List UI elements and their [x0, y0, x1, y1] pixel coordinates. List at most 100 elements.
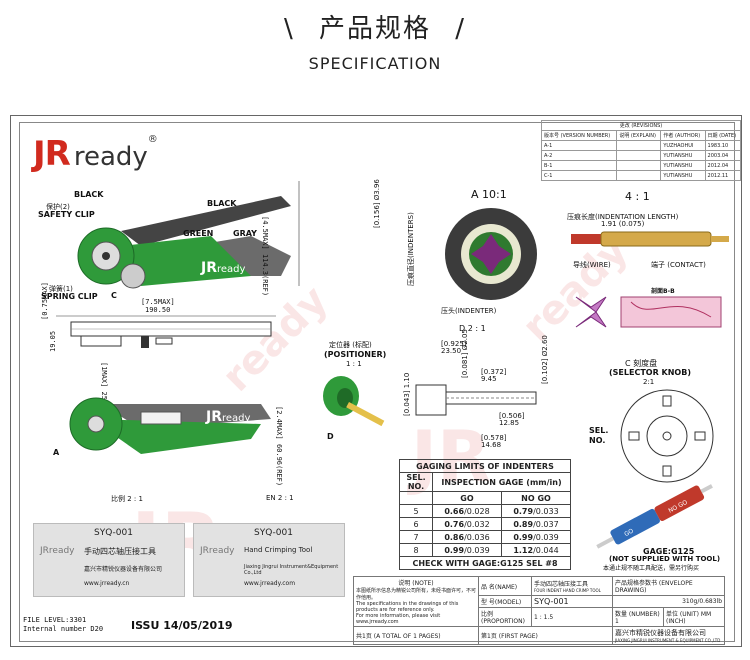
- rev-explain: [616, 160, 662, 171]
- rev-explain: [616, 170, 662, 181]
- dim-d-a2: 23.50: [441, 347, 462, 355]
- rev-col-author: 作者 (AUTHOR): [660, 130, 706, 141]
- logo-ready: ready: [73, 142, 148, 172]
- scale-value: 1 : 1.5: [531, 607, 613, 627]
- nogo-mm: 0.99: [513, 532, 534, 542]
- gage-title: GAGE:G125: [643, 547, 695, 556]
- go-in: /0.036: [464, 532, 490, 542]
- ind-length: 压痕长度(INDENTATION LENGTH): [567, 212, 678, 222]
- rev-author: YUTIANSHU: [660, 150, 706, 161]
- dim-d-g1: [0.043]: [403, 390, 411, 416]
- crimp-label: 压痕直径(INDENTERS): [407, 212, 415, 286]
- svg-text:GO: GO: [623, 527, 635, 538]
- dim-r: [2.4MAX] 60.96(REF): [275, 406, 283, 486]
- label-black-left: BLACK: [74, 190, 104, 199]
- label-a: A: [53, 448, 60, 457]
- tool-bottom-view: JRready: [69, 397, 271, 454]
- card-url: www.jrready.cn: [84, 580, 130, 587]
- crimp-head-hole: [102, 252, 110, 260]
- unit-cell: 单位 (UNIT) MM (INCH): [663, 607, 725, 627]
- dim-h1: [4.5MAX]: [261, 216, 269, 250]
- svg-text:JRready: JRready: [200, 260, 246, 276]
- card-logo: JRready: [40, 546, 75, 556]
- contact-drawing: [571, 231, 729, 247]
- dim-r1: [2.4MAX]: [275, 406, 283, 440]
- nogo-mm: 0.89: [513, 519, 534, 529]
- gaging-nogo: 1.12/0.044: [500, 543, 572, 557]
- rev-date: 2012.04: [704, 160, 742, 171]
- selector-title: C 刻度盘: [625, 359, 658, 368]
- rev-author: YUZHAOHUI: [660, 140, 706, 151]
- len-cn: 压痕长度: [567, 213, 595, 221]
- dim-thickness-2: 19.05: [49, 331, 57, 352]
- positioner-drawing: [323, 376, 385, 427]
- label-safety-clip: SAFETY CLIP: [38, 210, 95, 219]
- dim-d-f2: Ø2.60: [541, 335, 549, 357]
- rev-ver: A-2: [540, 150, 618, 161]
- go-mm: 0.66: [444, 506, 465, 516]
- gaging-table: GAGING LIMITS OF INDENTERS SEL.NO. INSPE…: [399, 459, 572, 570]
- dim-d-d1: [0.578]: [481, 434, 507, 442]
- len-en: (INDENTATION LENGTH): [595, 213, 679, 221]
- dim-d-f: [0.102] Ø2.60: [541, 335, 549, 384]
- rev-date: 1983.10: [704, 140, 742, 151]
- card-url: www.jrready.com: [244, 580, 296, 587]
- dim-h2: 114.3(REF): [261, 253, 269, 297]
- revision-header: 更改 (REVISIONS): [541, 120, 741, 131]
- rev-ver: C-1: [540, 170, 618, 181]
- selector-sel: SEL.: [589, 426, 609, 435]
- positioner-en: (POSITIONER): [324, 350, 387, 359]
- selector-no: NO.: [589, 436, 606, 445]
- dim-d-e: [0.081] Ø2.05: [461, 329, 469, 378]
- gaging-col-sel: SEL.NO.: [399, 472, 433, 492]
- dim-t2: 19.05: [49, 330, 57, 352]
- note-en1: The specifications in the drawings of th…: [356, 601, 459, 613]
- gaging-col-sel-text: SEL.: [406, 473, 426, 482]
- tool-top-view: JRready: [77, 181, 300, 289]
- page-total: 共1页 (A TOTAL OF 1 PAGES): [353, 626, 479, 645]
- name-value-en: FOUR INDENT HAND CRIMP TOOL: [534, 588, 601, 593]
- nogo-in: /0.033: [533, 506, 559, 516]
- go-mm: 0.86: [444, 532, 465, 542]
- dim-d-c1: [0.506]: [499, 412, 525, 420]
- rev-explain: [616, 140, 662, 151]
- ind-dim-2: Ø3.96: [373, 179, 381, 201]
- dim-thickness: [0.75MAX]: [41, 282, 49, 320]
- go-mm: 0.76: [444, 519, 465, 529]
- rev-explain: [616, 150, 662, 161]
- dim-width-1: [7.5MAX]: [141, 298, 175, 306]
- section-label: 剖面B-B: [651, 288, 675, 295]
- detail-a-indenter: [445, 208, 537, 300]
- gaging-nogo: 0.89/0.037: [500, 517, 572, 531]
- nogo-in: /0.039: [533, 532, 559, 542]
- crimp-section: [575, 296, 722, 328]
- dim-d-g2: 1.10: [403, 372, 411, 389]
- selector-knob-drawing: [620, 389, 714, 483]
- info-card-cn: SYQ-001 JRready 手动四芯轴压接工具 嘉兴市精锐仪器设备有限公司 …: [33, 523, 185, 597]
- issue-date: ISSU 14/05/2019: [131, 619, 233, 632]
- contact-label: 端子 (CONTACT): [651, 261, 706, 269]
- selector-knob: [120, 263, 146, 289]
- table-row: 5 0.66/0.028 0.79/0.033: [399, 504, 572, 518]
- model-label: 型 号(MODEL): [478, 595, 532, 608]
- note-head: 说明 (NOTE): [398, 580, 434, 587]
- spec-subtitle: SPECIFICATION: [308, 54, 442, 73]
- card-name: 手动四芯轴压接工具: [84, 547, 156, 556]
- dim-d-g: [0.043] 1.10: [403, 373, 411, 416]
- gage-cn: 本通止规不随工具配送，需另行购买: [603, 565, 700, 572]
- wire-label: 导线(WIRE): [573, 261, 611, 269]
- rev-ver: A-1: [540, 140, 618, 151]
- gaging-col-go: GO: [432, 491, 502, 505]
- gaging-go: 0.86/0.036: [432, 530, 502, 544]
- qty-cell: 数量 (NUMBER) 1: [612, 607, 664, 627]
- dim-d-a1: [0.925]: [441, 340, 467, 348]
- dim-d-d2: 14.68: [481, 441, 502, 449]
- indenter-label: 压头(INDENTER): [441, 307, 497, 315]
- dim-t1: [0.75MAX]: [41, 282, 49, 320]
- dim-d-c2: 12.85: [499, 419, 520, 427]
- dim-width-2: 190.50: [145, 306, 171, 314]
